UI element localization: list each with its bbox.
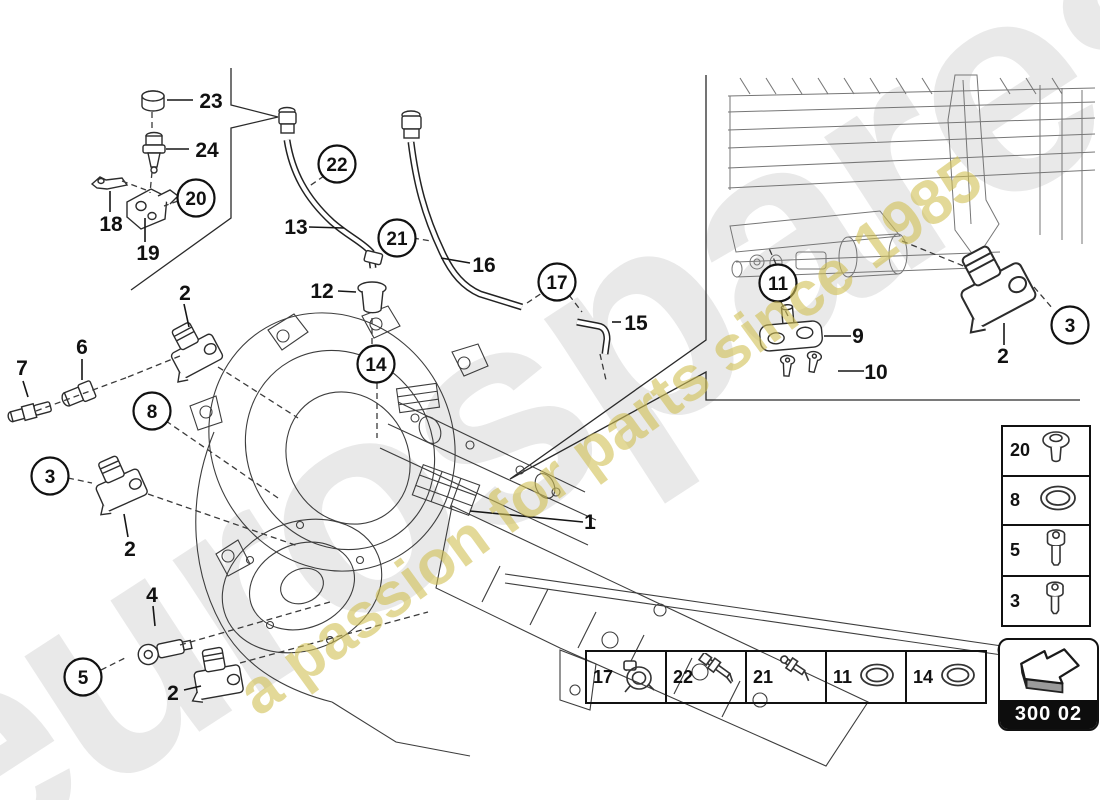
- svg-text:3: 3: [45, 467, 56, 488]
- page-code: 300 02: [1000, 700, 1097, 729]
- part-label-4[interactable]: 4: [146, 584, 158, 607]
- bottom-cell-21[interactable]: 21: [747, 652, 828, 702]
- hose-clamp-icon: [615, 654, 659, 701]
- part-label-13[interactable]: 13: [284, 216, 307, 239]
- gearbox-drawing: [189, 305, 1007, 767]
- o-ring-icon: [854, 655, 900, 700]
- callout-circle-8[interactable]: 8: [132, 391, 172, 431]
- bottom-hardware-table: 17 22 21: [585, 650, 987, 704]
- socket-bolt-icon: [1035, 526, 1077, 575]
- cell-label: 14: [913, 666, 934, 687]
- callout-circle-3-left[interactable]: 3: [30, 456, 70, 496]
- o-ring-icon: [1035, 480, 1079, 521]
- part-label-1[interactable]: 1: [584, 511, 596, 534]
- part-label-23[interactable]: 23: [199, 90, 222, 113]
- callout-circle-5[interactable]: 5: [63, 657, 103, 697]
- part-label-24[interactable]: 24: [195, 139, 219, 162]
- hardware-legend-table: 20 8 5 3: [1001, 425, 1091, 627]
- banjo-bolt-icon: [775, 653, 821, 702]
- assembly-dashed-lines: [35, 112, 1054, 671]
- plain-callouts: 23 24 18 19 13 12 2 16 15 6 7 2 4 2 1 9 …: [16, 90, 1009, 705]
- part-label-7[interactable]: 7: [16, 357, 28, 380]
- legend-label: 8: [1010, 490, 1021, 510]
- svg-text:8: 8: [147, 402, 158, 423]
- socket-bolt-icon: [1035, 578, 1075, 625]
- legend-row-5[interactable]: 5: [1003, 526, 1089, 578]
- part-label-19[interactable]: 19: [136, 242, 159, 265]
- part-label-10[interactable]: 10: [864, 361, 887, 384]
- part-label-9[interactable]: 9: [852, 325, 864, 348]
- callout-circle-21[interactable]: 21: [377, 218, 417, 258]
- pan-head-screw-icon: [1035, 427, 1077, 474]
- sensor-drawings: [80, 234, 1041, 705]
- legend-row-20[interactable]: 20: [1003, 427, 1089, 477]
- loose-parts-drawings: [7, 90, 823, 666]
- cell-label: 22: [673, 666, 694, 687]
- svg-text:5: 5: [78, 668, 89, 689]
- legend-label: 3: [1010, 590, 1021, 611]
- bottom-cell-11[interactable]: 11: [827, 652, 908, 702]
- breather-pipes-drawing: [278, 106, 611, 355]
- part-label-18[interactable]: 18: [99, 213, 123, 236]
- callout-circle-20[interactable]: 20: [176, 178, 216, 218]
- callout-circle-17[interactable]: 17: [537, 262, 577, 302]
- cell-label: 17: [593, 666, 614, 687]
- cell-label: 11: [833, 666, 853, 687]
- part-label-2-mid[interactable]: 2: [124, 538, 136, 561]
- callout-circle-14[interactable]: 14: [356, 344, 396, 384]
- part-label-16[interactable]: 16: [472, 254, 495, 277]
- svg-text:22: 22: [326, 155, 347, 176]
- page-reference-arrow-icon: [1000, 640, 1097, 700]
- callout-circle-3-right[interactable]: 3: [1050, 305, 1090, 345]
- o-ring-icon: [935, 655, 981, 700]
- svg-text:21: 21: [386, 229, 408, 250]
- banjo-bolt-icon: [695, 650, 743, 702]
- svg-text:17: 17: [546, 273, 567, 294]
- bottom-cell-22[interactable]: 22: [667, 650, 748, 702]
- legend-row-8[interactable]: 8: [1003, 476, 1089, 527]
- part-label-2-top[interactable]: 2: [179, 282, 191, 305]
- cell-label: 21: [753, 666, 774, 687]
- legend-row-3[interactable]: 3: [1003, 577, 1089, 626]
- legend-label: 5: [1010, 540, 1021, 561]
- circled-callouts: 20 22 21 17 14 8 3 5 11 3: [30, 144, 1090, 697]
- callout-circle-11[interactable]: 11: [758, 263, 798, 303]
- legend-label: 20: [1010, 440, 1031, 461]
- svg-text:20: 20: [185, 189, 206, 210]
- callout-circle-22[interactable]: 22: [317, 144, 357, 184]
- part-label-2-inset[interactable]: 2: [997, 345, 1009, 368]
- svg-text:3: 3: [1065, 316, 1076, 337]
- part-label-12[interactable]: 12: [310, 280, 333, 303]
- bottom-cell-14[interactable]: 14: [907, 652, 985, 702]
- bottom-cell-17[interactable]: 17: [587, 652, 667, 702]
- part-label-6[interactable]: 6: [76, 336, 88, 359]
- inset-borders: [130, 68, 1080, 480]
- leader-lines: [22, 99, 1005, 691]
- part-label-2-bottom[interactable]: 2: [167, 682, 179, 705]
- page-code-badge[interactable]: 300 02: [998, 638, 1099, 731]
- svg-text:14: 14: [365, 355, 387, 376]
- svg-text:11: 11: [768, 274, 789, 295]
- part-label-15[interactable]: 15: [624, 312, 648, 335]
- gear-selector-inset-drawing: [727, 74, 1096, 278]
